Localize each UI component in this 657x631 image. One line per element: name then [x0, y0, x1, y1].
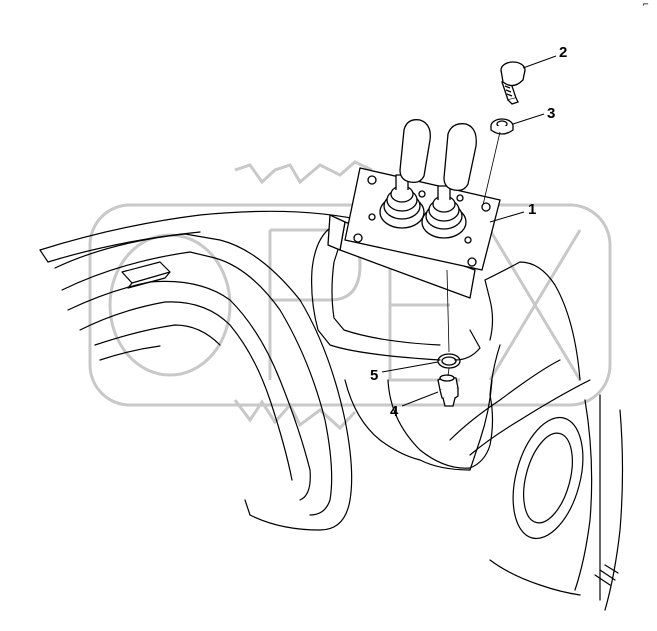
- washer: [490, 118, 514, 135]
- callout-5: 5: [370, 367, 378, 384]
- cab-console-outline: [39, 210, 624, 611]
- callout-4: 4: [390, 403, 399, 420]
- o-ring: [437, 353, 461, 369]
- leader-lines: [381, 55, 557, 407]
- callout-1: 1: [528, 201, 536, 218]
- hex-fitting: [437, 374, 459, 407]
- callout-3: 3: [547, 105, 555, 122]
- right-joystick: [421, 123, 477, 239]
- left-joystick: [379, 119, 431, 229]
- callout-2: 2: [559, 44, 567, 61]
- cap-screw: [500, 61, 526, 105]
- assembly-guide-lines: [446, 131, 501, 377]
- joystick-control-block: [327, 167, 501, 299]
- corner-mark: ⌐: [642, 0, 649, 9]
